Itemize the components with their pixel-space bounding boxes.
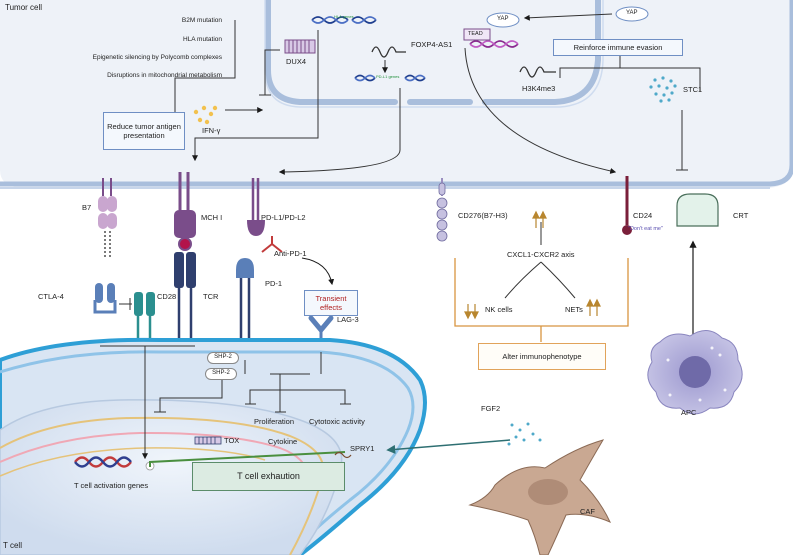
anti-pd1-antibody-icon	[261, 236, 283, 253]
cytotoxic-label: Cytotoxic activity	[309, 417, 365, 426]
shp2-badge-b: SHP-2	[205, 368, 237, 380]
cytokine-label: Cytokine	[268, 437, 298, 446]
dont-eat-me-label: "Don't eat me"	[628, 226, 663, 232]
cd28-molecule	[134, 292, 155, 345]
t-cell-label: T cell	[3, 541, 22, 550]
reduce-antigen-box: Reduce tumor antigen presentation	[103, 112, 185, 150]
apc-cell	[647, 330, 743, 415]
shp2-badge-a: SHP-2	[207, 352, 239, 364]
proliferation-label: Proliferation	[254, 417, 295, 426]
pd-1-molecule	[236, 258, 254, 345]
pd-1-label: PD-1	[265, 279, 283, 288]
alter-immunophenotype-box: Alter immunophenotype	[478, 343, 606, 370]
nets-label: NETs	[565, 305, 583, 314]
dux4-icon	[284, 39, 316, 54]
b7-molecule	[98, 178, 117, 258]
mechanism-polycomb: Epigenetic silencing by Polycomb complex…	[92, 54, 222, 61]
apc-label: APC	[681, 408, 697, 417]
yap-outer-label: YAP	[626, 10, 638, 16]
fgf2-label: FGF2	[481, 404, 501, 413]
mechanism-b2m: B2M mutation	[181, 17, 222, 24]
tcell-dna-helix-icon	[74, 456, 132, 468]
cd276-molecule	[436, 178, 448, 242]
cd24-molecule	[622, 176, 632, 235]
caf-label: CAF	[580, 507, 595, 516]
reinforce-evasion-box: Reinforce immune evasion	[553, 39, 683, 56]
pdl1-genes-label: PD-L1 genes	[376, 74, 400, 79]
tead-icon	[463, 28, 491, 41]
yap-inner-label: YAP	[497, 16, 509, 22]
mhc-i-label: MCH I	[201, 213, 223, 222]
tox-icon	[194, 436, 222, 445]
mhc-i-molecule	[174, 172, 196, 251]
tumor-cell-label: Tumor cell	[5, 3, 43, 12]
yap-inner-icon	[486, 12, 520, 28]
ifn-gamma-icon	[193, 105, 218, 125]
cd24-label: CD24	[633, 211, 653, 220]
tead-label: TEAD	[468, 31, 483, 37]
lncrna-icon	[519, 66, 556, 78]
t-cell-nucleus	[0, 399, 343, 555]
pd-l1-molecule	[247, 178, 265, 236]
tcr-label: TCR	[203, 292, 219, 301]
anti-pd1-label: Anti-PD-1	[274, 249, 307, 258]
t-cell-exhaustion-box: T cell exhaution	[192, 462, 345, 491]
b7-label: B7	[82, 203, 92, 212]
ifn-gamma-label: IFN-γ	[202, 126, 221, 135]
dux4-label: DUX4	[286, 57, 307, 66]
mechanism-mitochondrial: Disruptions in mitochondrial metabolism	[107, 72, 222, 79]
activation-genes-label: T cell activation genes	[74, 481, 149, 490]
dna-helix-icon	[354, 74, 426, 82]
immunophenotype-bracket	[454, 258, 629, 342]
spry1-label: SPRY1	[350, 444, 375, 453]
cd276-label: CD276(B7-H3)	[458, 211, 508, 220]
transient-arrow	[301, 257, 335, 286]
tcell-pathway-lines	[100, 298, 351, 460]
stc1-icon	[649, 76, 677, 103]
transient-effects-box: Transient effects	[304, 290, 358, 316]
stc1-label: STC1	[683, 85, 703, 94]
yap-outer-icon	[615, 6, 649, 22]
caf-cell	[468, 439, 611, 555]
fgf2-arrow	[386, 439, 511, 454]
lag-3-label: LAG-3	[337, 315, 359, 324]
h3k4me3-label: H3K4me3	[522, 84, 556, 93]
cxcl-label: CXCL1-CXCR2 axis	[507, 250, 575, 259]
lncrna-icon	[371, 46, 406, 58]
pd-l1-label: PD-L1/PD-L2	[261, 213, 306, 222]
tox-label: TOX	[224, 436, 240, 445]
foxp4-label: FOXP4-AS1	[411, 40, 453, 49]
ctla-4-label: CTLA-4	[38, 292, 64, 301]
mechanism-hla: HLA mutation	[182, 36, 222, 43]
nk-cells-label: NK cells	[485, 305, 513, 314]
tcr-molecule	[174, 252, 196, 345]
fgf2-icon	[507, 422, 542, 446]
spry1-line	[149, 451, 346, 467]
spry1-helix-icon	[334, 451, 352, 459]
tumor-cell	[0, 0, 793, 189]
crt-molecule	[676, 193, 719, 227]
cxcl-bracket	[504, 222, 576, 299]
crt-label: CRT	[733, 211, 749, 220]
dna-helix-icon	[469, 40, 519, 48]
dna-helix-icon	[311, 16, 377, 24]
cd28-label: CD28	[157, 292, 177, 301]
trend-arrows	[464, 210, 601, 320]
tumor-nucleus	[265, 0, 601, 105]
tumor-pathway-lines	[168, 13, 701, 175]
hla-genes-label: HLA genes	[334, 14, 354, 19]
ctla-4-molecule	[93, 283, 117, 314]
